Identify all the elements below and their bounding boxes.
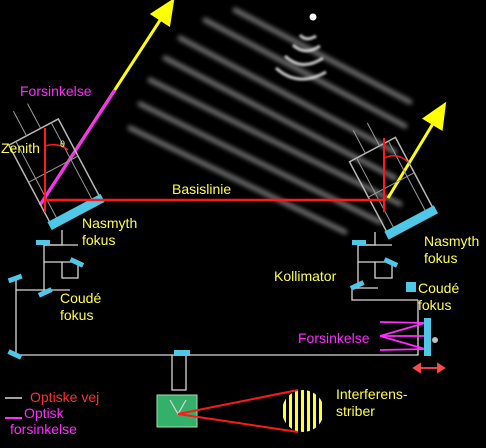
label-coude-right: Coudé fokus [418, 280, 463, 313]
delay-stage-knob [432, 337, 438, 343]
interference-fringes [282, 390, 324, 432]
label-interference: Interferens- striber [336, 386, 411, 419]
incoming-wavefronts [127, 7, 413, 235]
starlight-arrow-right [386, 101, 447, 199]
label-forsinkelse-right: Forsinkelse [298, 330, 370, 346]
label-basislinie: Basislinie [172, 181, 231, 197]
legend-delay-label: Optisk forsinkelse [10, 405, 77, 437]
label-nasmyth-right: Nasmyth fokus [424, 233, 483, 266]
label-nasmyth-left: Nasmyth fokus [82, 215, 141, 248]
left-telescope [7, 103, 105, 231]
label-zenith: Zenith [1, 140, 40, 156]
label-coude-left: Coudé fokus [60, 290, 105, 323]
delay-mirror [424, 318, 431, 356]
delay-segment-top [38, 89, 117, 206]
label-kollimator: Kollimator [274, 268, 337, 284]
relay-mirrors [7, 240, 416, 360]
label-theta: θ [60, 139, 65, 149]
combiner-output-beam [177, 389, 299, 433]
delay-line [379, 321, 426, 351]
star-icon [309, 13, 317, 21]
delay-motion-arrow [412, 362, 446, 374]
right-telescope [348, 122, 439, 240]
spherical-wavefronts [274, 33, 327, 81]
legend-optical-label: Optiske vej [30, 389, 99, 405]
label-forsinkelse-top: Forsinkelse [20, 83, 92, 99]
